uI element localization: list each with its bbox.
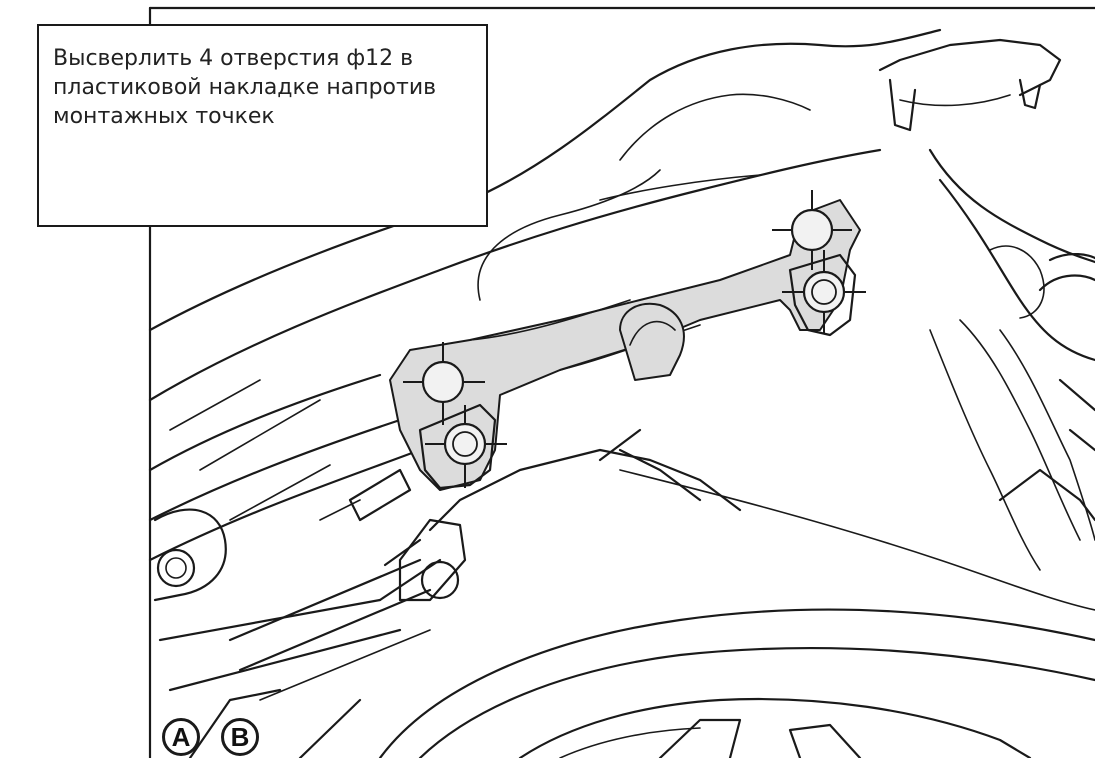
drill-point-lower-rear <box>782 250 866 334</box>
rear-fender <box>378 428 1095 611</box>
swingarm <box>158 558 432 758</box>
drill-points <box>403 190 866 488</box>
instruction-callout: Высверлить 4 отверстия ф12 в пластиковой… <box>37 24 488 227</box>
drill-point-lower-front <box>425 405 507 488</box>
seat-tail-cover <box>148 28 1095 571</box>
mounting-bracket <box>389 199 861 491</box>
drill-point-upper-rear <box>772 190 852 270</box>
label-badge-a: A <box>162 718 200 756</box>
rear-wheel <box>378 608 1095 758</box>
drill-point-upper-front <box>403 342 485 425</box>
side-panel <box>148 373 422 602</box>
instruction-text: Высверлить 4 отверстия ф12 в пластиковой… <box>53 46 437 129</box>
label-badge-b: B <box>221 718 259 756</box>
